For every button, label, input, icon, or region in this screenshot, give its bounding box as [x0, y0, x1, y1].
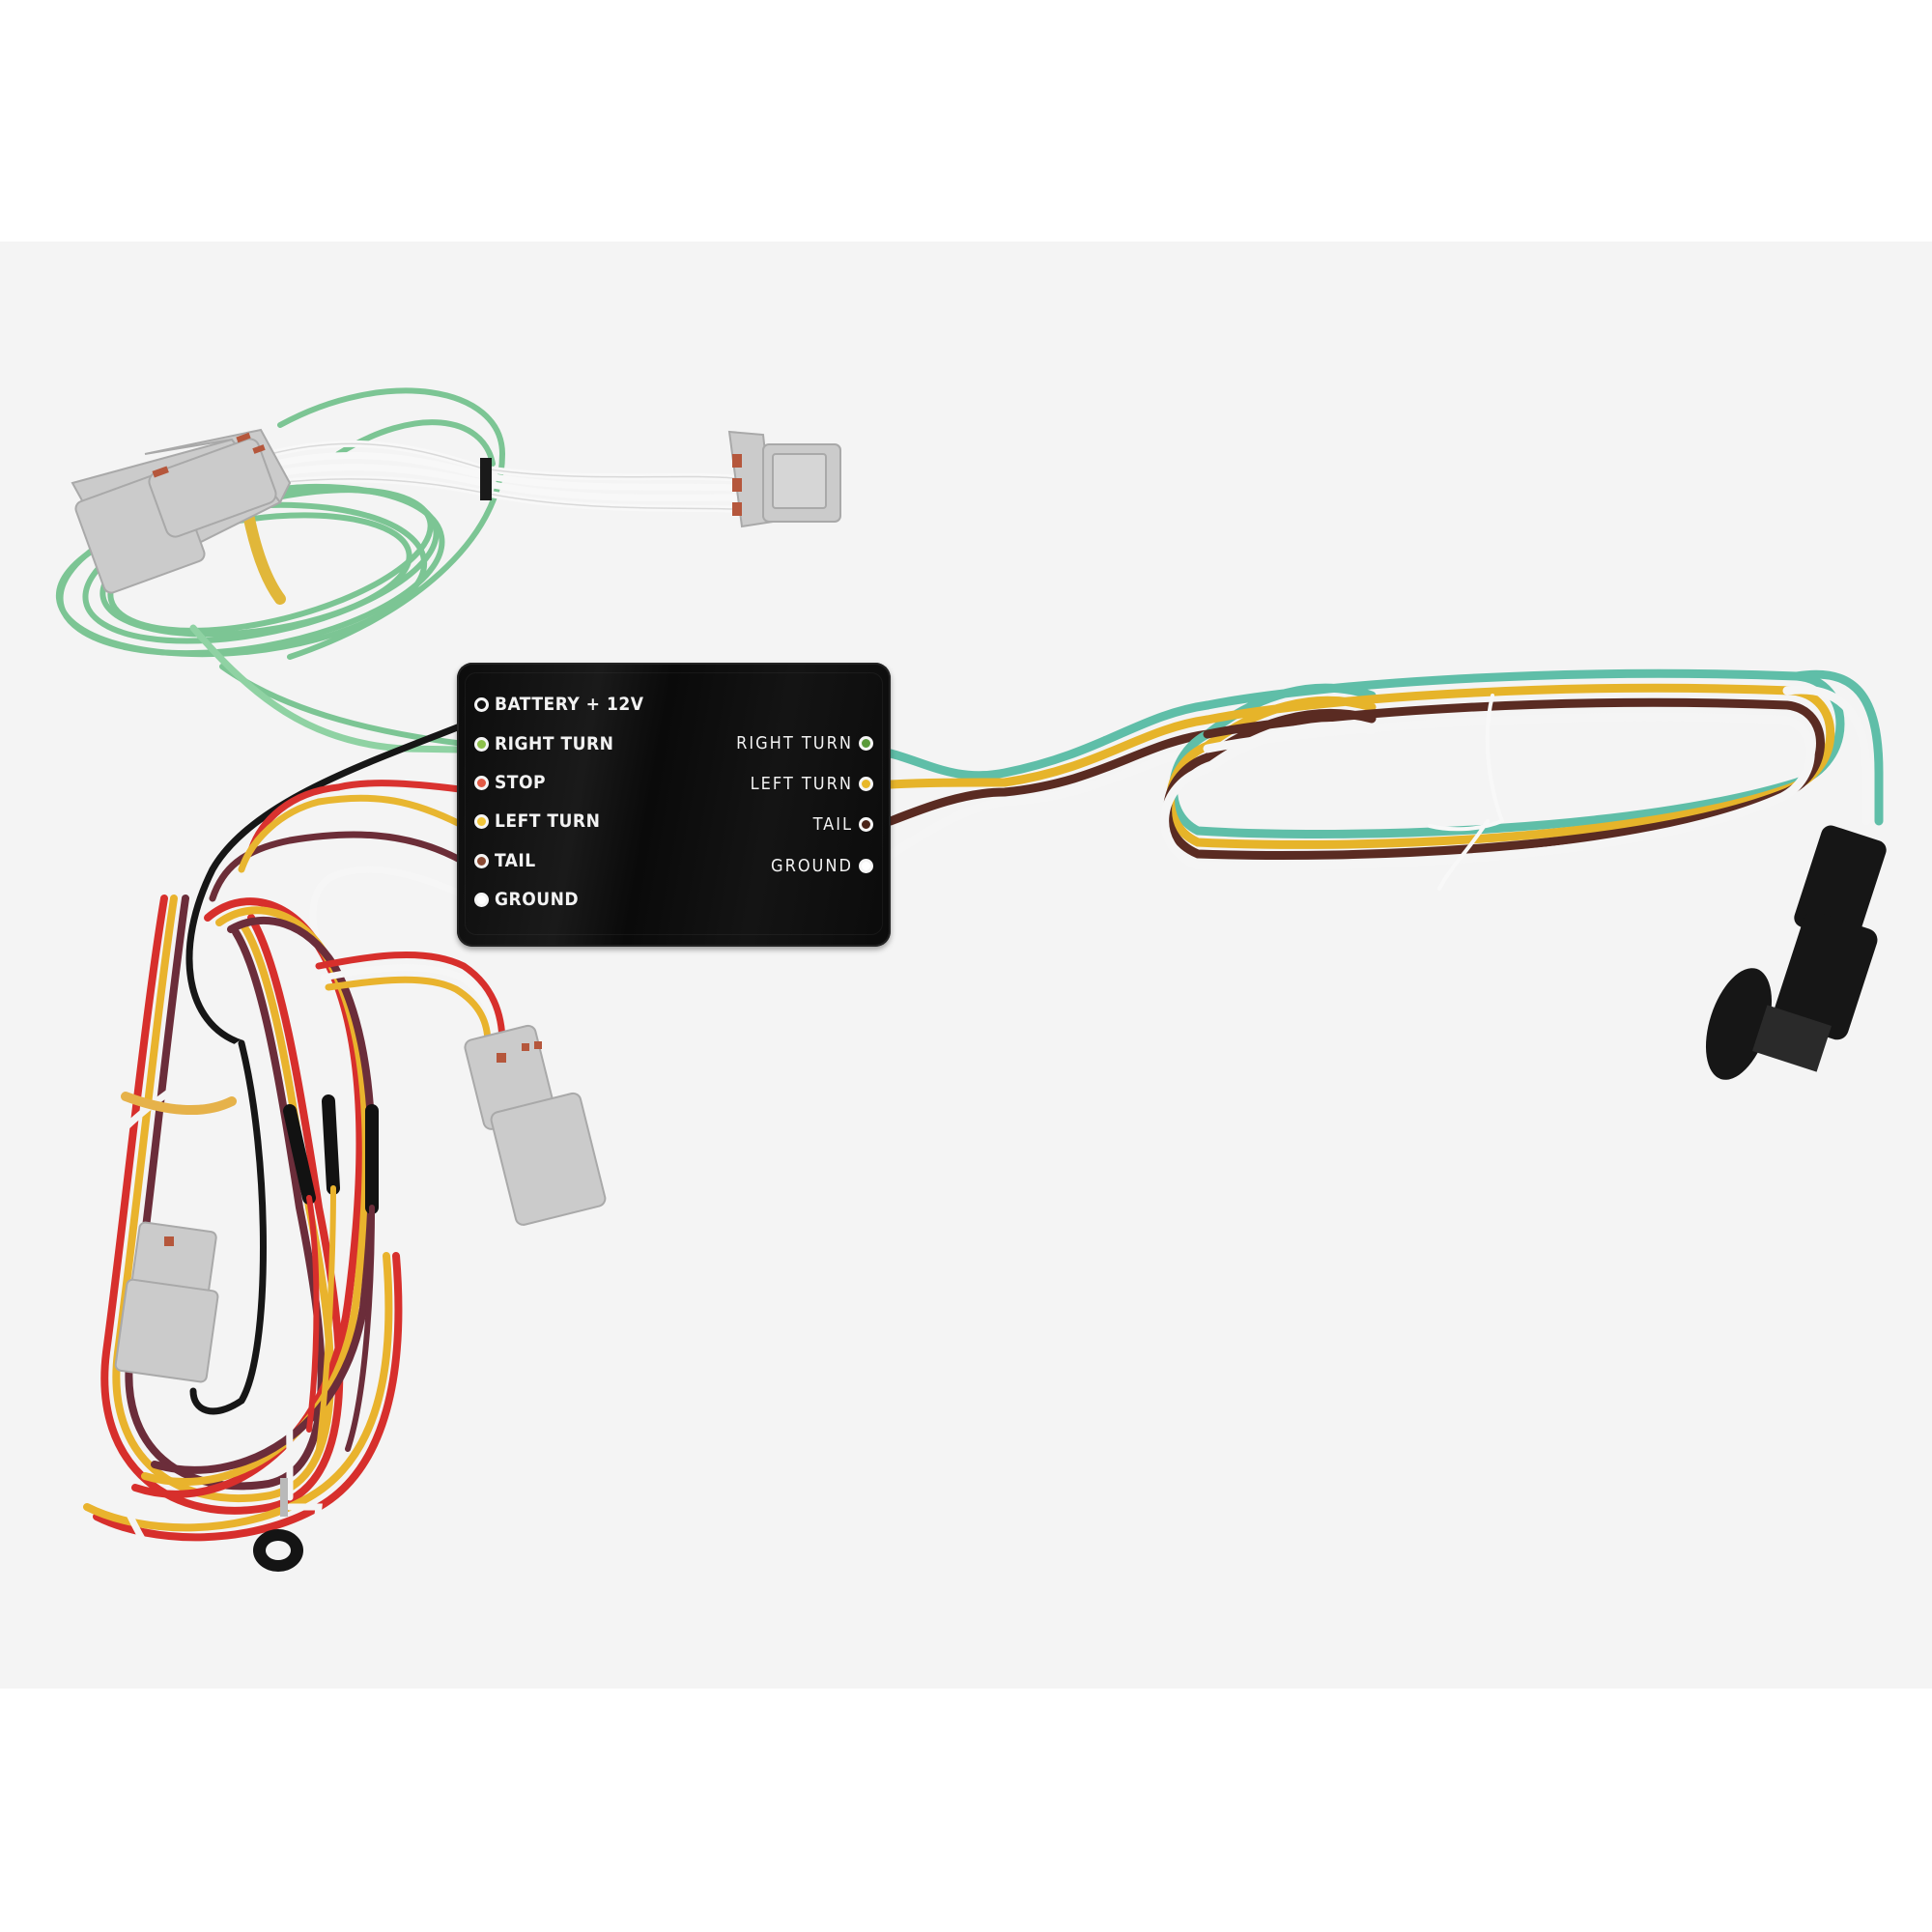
zip-tie: [480, 458, 492, 500]
input-label-ground: GROUND: [474, 889, 579, 910]
heat-shrink-splices: [283, 1094, 379, 1214]
rubber-band: [121, 1092, 237, 1115]
connector-lead: [315, 952, 506, 1047]
bundle-twist-tie: [1428, 694, 1504, 891]
left-turn-led-icon: [474, 813, 489, 829]
yellow-wire-in: [315, 794, 464, 828]
red-wire-in: [334, 780, 464, 793]
vehicle-connector-bottom-left: [114, 1221, 219, 1383]
input-label-right-turn: RIGHT TURN: [474, 733, 613, 754]
white-ground-wire: [71, 1039, 323, 1611]
green-rubber-band: [243, 513, 286, 605]
trailer-4-pin-plug: [1705, 825, 1887, 1080]
vehicle-connector-middle: [464, 1024, 607, 1226]
battery-led-icon: [474, 696, 489, 712]
vehicle-connector-top-right: [727, 430, 841, 528]
converter-module: BATTERY + 12V RIGHT TURN STOP LEFT TURN …: [457, 663, 891, 947]
output-label-left-turn: LEFT TURN: [751, 774, 873, 794]
trailer-flat-wire-bundle: [886, 668, 1884, 871]
tail-out-led-icon: [859, 817, 873, 832]
ring-terminal: [253, 1478, 303, 1572]
output-label-ground: GROUND: [771, 856, 873, 876]
output-label-tail: TAIL: [813, 814, 873, 835]
green-lead-wire: [189, 624, 464, 753]
right-turn-led-icon: [474, 736, 489, 752]
output-label-right-turn: RIGHT TURN: [736, 733, 873, 753]
left-turn-out-led-icon: [859, 777, 873, 791]
ground-led-icon: [474, 892, 489, 907]
black-wire: [185, 723, 464, 1047]
maroon-wire-in: [209, 831, 464, 902]
stop-led-icon: [474, 775, 489, 790]
white-wire-in: [309, 866, 464, 951]
right-turn-out-led-icon: [859, 736, 873, 751]
input-label-tail: TAIL: [474, 850, 536, 871]
input-label-stop: STOP: [474, 772, 546, 793]
vehicle-connector-top-left: [71, 428, 292, 594]
tail-led-icon: [474, 853, 489, 868]
input-label-left-turn: LEFT TURN: [474, 810, 600, 832]
input-label-battery: BATTERY + 12V: [474, 694, 643, 715]
ground-out-led-icon: [859, 859, 873, 873]
